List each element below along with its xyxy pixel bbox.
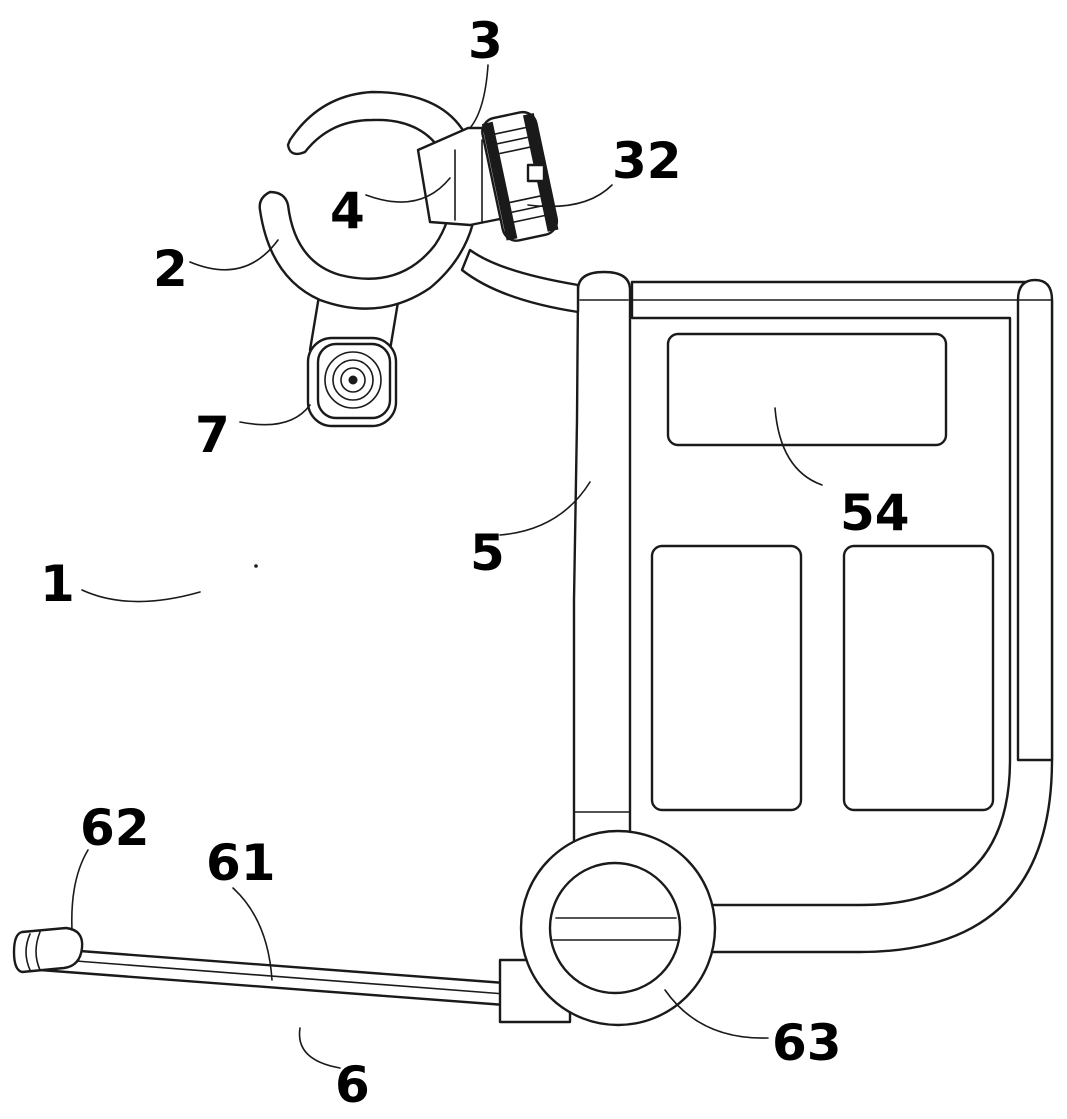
vertical-tube — [572, 270, 632, 852]
label-7: 7 — [195, 406, 230, 464]
label-4: 4 — [330, 182, 365, 240]
panel-top — [666, 332, 948, 447]
label-6: 6 — [335, 1056, 370, 1114]
label-1: 1 — [40, 555, 75, 613]
label-32: 32 — [612, 132, 682, 190]
adjust-knob-pin — [526, 163, 546, 183]
label-3: 3 — [468, 12, 503, 70]
device-assembly — [306, 336, 398, 428]
right-post-cap — [1016, 278, 1054, 762]
label-54: 54 — [840, 484, 910, 542]
label-5: 5 — [470, 524, 505, 582]
leader-lines — [71, 64, 823, 1069]
label-62: 62 — [80, 799, 150, 857]
label-2: 2 — [153, 240, 188, 298]
connecting-arm — [460, 248, 580, 314]
label-61: 61 — [206, 834, 276, 892]
label-63: 63 — [772, 1014, 842, 1072]
knob-assembly — [519, 829, 717, 1027]
panel-left — [650, 544, 803, 812]
reference-labels: 1 2 3 32 4 5 54 6 61 62 63 7 — [40, 12, 910, 1114]
frame-assembly — [572, 270, 1054, 954]
rod-assembly — [12, 926, 572, 1024]
clamp-assembly — [258, 90, 559, 352]
rod-end-cap — [12, 926, 84, 974]
panel-right — [842, 544, 995, 812]
knob-inner — [548, 861, 682, 995]
